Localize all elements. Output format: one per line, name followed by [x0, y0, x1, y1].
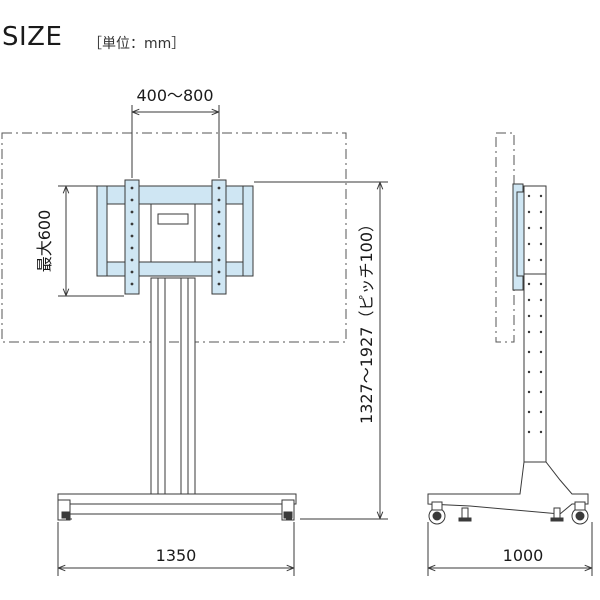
vesa-height-label: 最大600	[35, 210, 54, 273]
dim-vesa-height	[58, 185, 124, 297]
dim-base-depth	[427, 522, 593, 576]
vesa-bracket	[96, 179, 254, 295]
display-outline-front	[1, 132, 347, 343]
base-plate-front	[57, 493, 297, 505]
side-column-holes	[527, 194, 543, 434]
dim-height	[254, 181, 388, 520]
height-label: 1327〜1927（ピッチ100）	[357, 216, 376, 424]
dim-base-width	[57, 522, 295, 576]
front-view	[1, 132, 347, 521]
side-base	[427, 461, 589, 515]
bracket-holes	[130, 186, 221, 286]
base-depth-label: 1000	[503, 546, 544, 565]
side-view	[427, 132, 589, 525]
vesa-width-label: 400〜800	[136, 86, 213, 105]
dim-vesa-width	[131, 105, 220, 178]
display-outline-side	[495, 132, 515, 343]
diagram-title: SIZE	[2, 22, 63, 52]
unit-label: ［単位：mm］	[88, 36, 186, 52]
base-width-label: 1350	[156, 546, 197, 565]
